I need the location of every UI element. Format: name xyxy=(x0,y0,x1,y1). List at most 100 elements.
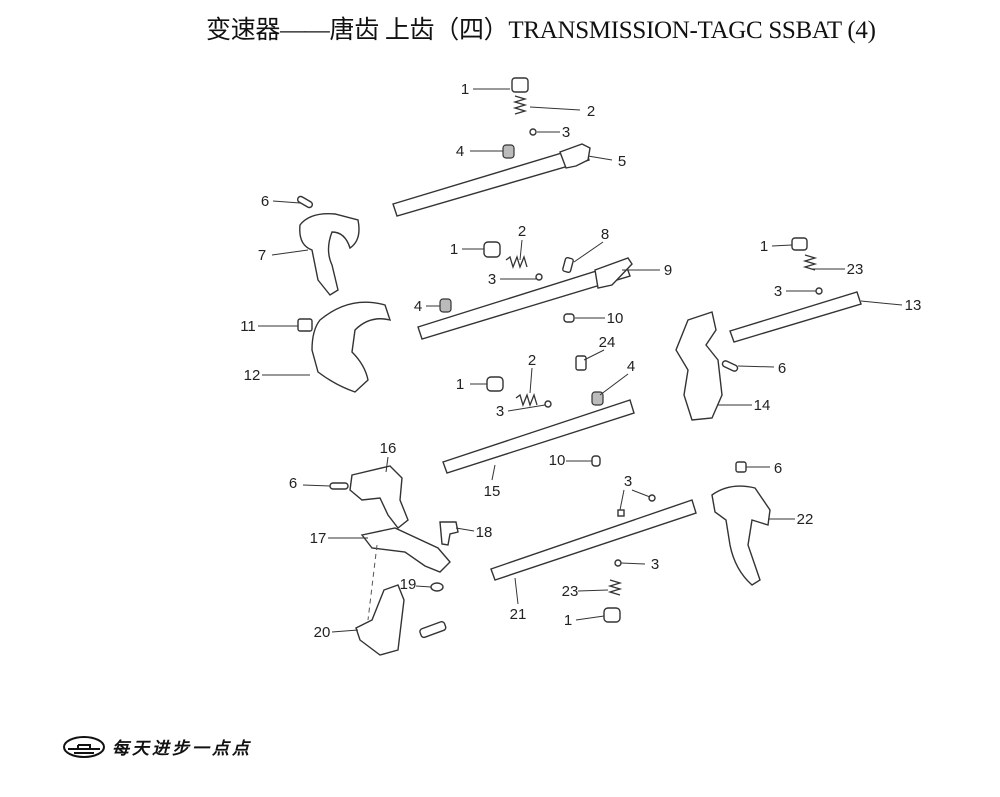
parts xyxy=(296,77,862,656)
leader-line xyxy=(271,249,309,256)
part-number-label: 2 xyxy=(587,103,595,120)
part-number-label: 7 xyxy=(258,247,266,264)
assembly-guide-line xyxy=(367,544,378,621)
shift-fork-12 xyxy=(311,301,392,393)
part-number-label: 5 xyxy=(618,153,626,170)
pin-10b xyxy=(591,455,601,467)
part-number-label: 4 xyxy=(627,358,635,375)
part-number-label: 3 xyxy=(624,473,632,490)
washer-19 xyxy=(430,582,444,592)
rod-head-9 xyxy=(594,257,633,289)
part-number-label: 20 xyxy=(314,624,331,641)
leader-line xyxy=(771,244,793,247)
spring-2c xyxy=(515,393,538,407)
part-number-label: 14 xyxy=(754,397,771,414)
part-number-label: 1 xyxy=(450,241,458,258)
part-number-label: 23 xyxy=(562,583,579,600)
part-number-label: 17 xyxy=(310,530,327,547)
shift-rod-21 xyxy=(490,499,697,581)
pin-3f xyxy=(617,509,625,517)
interlock-plate-17 xyxy=(360,527,451,573)
spring-23b xyxy=(607,579,623,596)
part-number-label: 22 xyxy=(797,511,814,528)
part-number-label: 4 xyxy=(456,143,464,160)
leader-line xyxy=(529,106,581,111)
leader-line xyxy=(860,300,903,306)
leader-line xyxy=(583,349,605,361)
leader-line xyxy=(737,365,775,368)
leader-line xyxy=(519,239,523,261)
pin-10 xyxy=(563,313,575,323)
leader-line xyxy=(507,404,546,412)
spring-2 xyxy=(512,95,528,115)
leader-line xyxy=(587,155,613,161)
part-number-label: 3 xyxy=(496,403,504,420)
part-number-label: 1 xyxy=(456,376,464,393)
part-number-label: 10 xyxy=(549,452,566,469)
bolt-11 xyxy=(297,318,313,332)
ball-3b xyxy=(535,273,543,281)
leader-line xyxy=(575,615,605,621)
pin-6 xyxy=(296,195,314,209)
ball-3 xyxy=(529,128,537,136)
shift-rod-13 xyxy=(729,291,862,343)
part-number-label: 18 xyxy=(476,524,493,541)
pin-8 xyxy=(562,256,574,274)
part-number-label: 6 xyxy=(261,193,269,210)
part-number-label: 6 xyxy=(774,460,782,477)
rod-head-5 xyxy=(559,143,591,169)
spring-2b xyxy=(505,255,528,269)
shift-fork-14 xyxy=(675,311,723,421)
part-number-label: 19 xyxy=(400,576,417,593)
leader-line xyxy=(599,373,629,396)
leader-line xyxy=(620,562,646,565)
part-number-label: 1 xyxy=(760,238,768,255)
part-number-label: 3 xyxy=(774,283,782,300)
part-number-label: 6 xyxy=(289,475,297,492)
pin-6c xyxy=(329,482,349,490)
company-emblem-icon xyxy=(63,736,105,758)
pin-6b xyxy=(721,360,739,372)
part-number-label: 12 xyxy=(244,367,261,384)
bolt-20 xyxy=(419,621,447,639)
part-number-label: 2 xyxy=(518,223,526,240)
block-24 xyxy=(575,355,587,371)
part-number-label: 3 xyxy=(488,271,496,288)
part-number-label: 8 xyxy=(601,226,609,243)
shift-fork-7 xyxy=(299,213,360,296)
part-number-label: 2 xyxy=(528,352,536,369)
interlock-4b xyxy=(439,298,452,313)
leader-line xyxy=(573,241,604,263)
leader-line xyxy=(619,489,625,511)
ball-3d xyxy=(544,400,552,408)
leader-line xyxy=(529,367,533,394)
plug-1c xyxy=(791,237,808,251)
plug-1e xyxy=(603,607,621,623)
interlock-4 xyxy=(502,144,515,159)
part-number-label: 1 xyxy=(461,81,469,98)
ball-3e xyxy=(648,494,656,502)
leader-line xyxy=(272,200,301,204)
ball-3c xyxy=(815,287,823,295)
part-number-label: 21 xyxy=(510,606,527,623)
leader-line xyxy=(415,585,432,588)
part-number-label: 6 xyxy=(778,360,786,377)
company-slogan-logo: 每天进步一点点 xyxy=(112,739,252,759)
pin-6d xyxy=(735,461,747,473)
part-number-label: 10 xyxy=(607,310,624,327)
shift-rod-5 xyxy=(392,145,590,217)
leader-line xyxy=(577,589,609,592)
leader-line xyxy=(455,527,475,532)
leader-line xyxy=(302,484,331,487)
shift-lever-20 xyxy=(355,584,405,656)
spring-23 xyxy=(802,254,818,271)
part-number-label: 1 xyxy=(564,612,572,629)
leader-line xyxy=(331,629,359,633)
shift-fork-22 xyxy=(711,485,771,586)
part-number-label: 9 xyxy=(664,262,672,279)
leader-line xyxy=(491,464,496,481)
part-number-label: 3 xyxy=(651,556,659,573)
leader-line xyxy=(514,577,519,605)
